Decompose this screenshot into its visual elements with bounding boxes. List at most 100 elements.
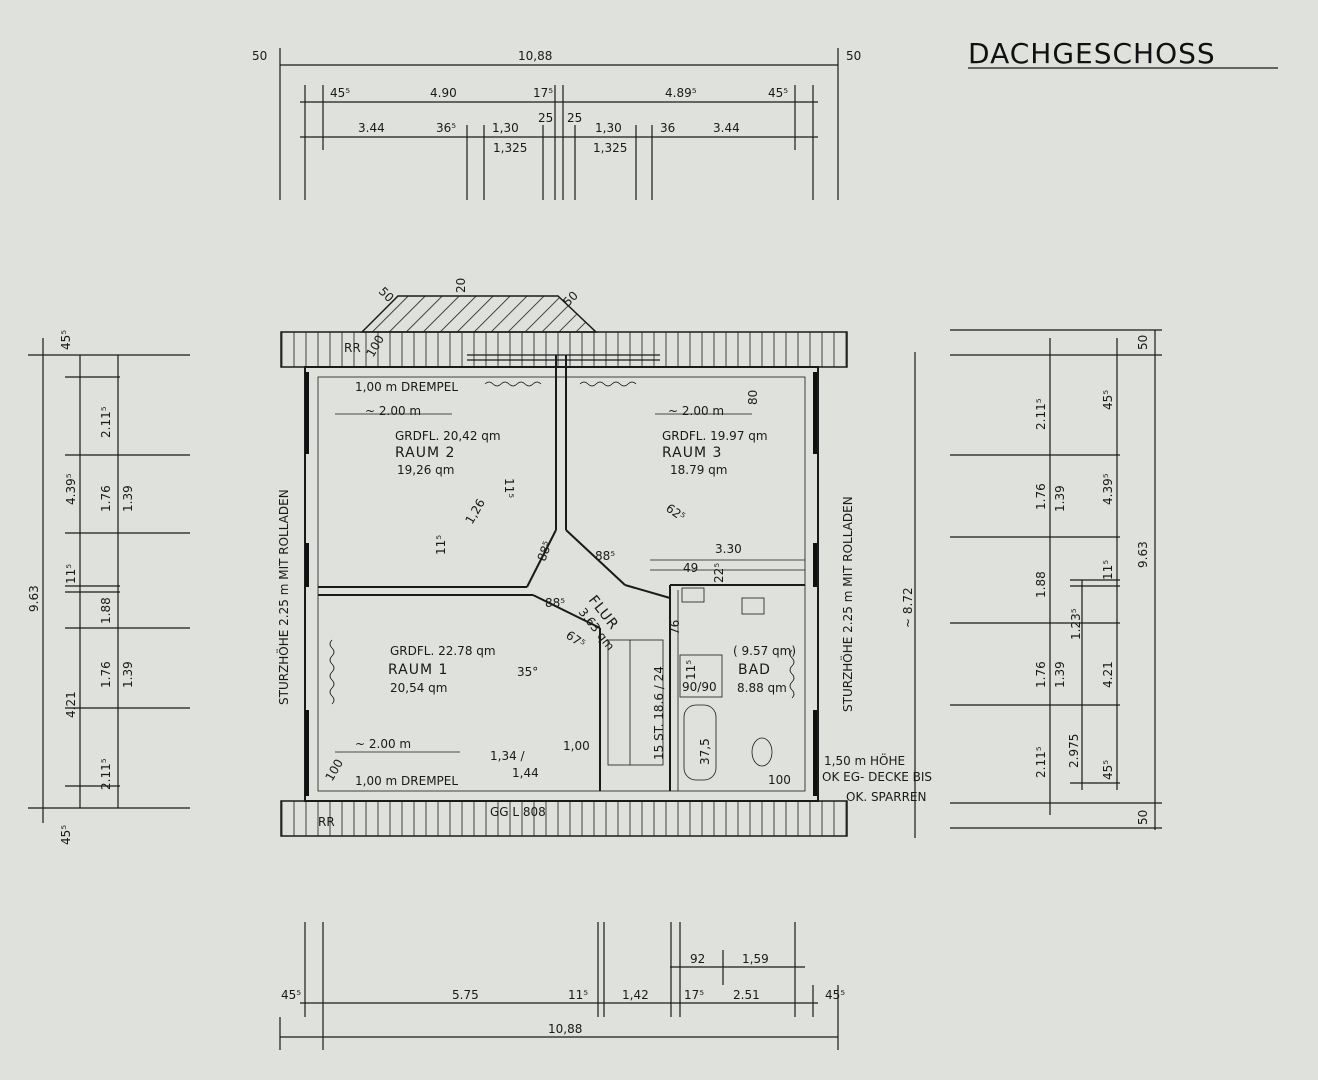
dim-bot-r2-4: 17⁵ — [684, 988, 704, 1002]
left-dimension-chains — [28, 338, 190, 823]
dim-left-c2-0: 2.11⁵ — [99, 406, 113, 438]
dim-right-c1-1: 2.11⁵ — [1034, 398, 1048, 430]
dim-left-c1-4: 2.11⁵ — [99, 758, 113, 790]
dim-bot-r2-5: 2.51 — [733, 988, 760, 1002]
dim-left-total: 9.63 — [27, 585, 41, 612]
dim-plan-330: 3.30 — [715, 542, 742, 556]
dim-plan-76: 76 — [668, 620, 682, 635]
dim-plan-375: 37,5 — [698, 738, 712, 765]
building-outline — [280, 295, 848, 837]
dim-right-c2-2: 1.39 — [1053, 661, 1067, 688]
dim-plan-115c: 11⁵ — [502, 478, 516, 498]
bad-grdfl: ( 9.57 qm) — [733, 644, 796, 658]
dim-right-c3-3: 4.21 — [1101, 661, 1115, 688]
dim-right-approx: ~ 8.72 — [901, 587, 915, 628]
dim-left-col3: 1.39 1.39 — [121, 485, 135, 688]
dim-top-r1-3: 4.89⁵ — [665, 86, 697, 100]
shower-size: 90/90 — [682, 680, 717, 694]
dim-top-row3: 1,325 1,325 — [493, 141, 627, 155]
interior-walls — [318, 354, 805, 791]
dim-top-r3-1: 1,325 — [593, 141, 627, 155]
raum1-grdfl: GRDFL. 22.78 qm — [390, 644, 496, 658]
dim-top-r2-4: 25 — [567, 111, 582, 125]
plan-title: DACHGESCHOSS — [968, 37, 1216, 70]
ggl-window: GG L 808 — [490, 805, 546, 819]
dim-top-r2-6: 36 — [660, 121, 675, 135]
dim-bot-r1-0: 92 — [690, 952, 705, 966]
roof-angle: 35° — [517, 665, 538, 679]
dim-top-r1-2: 17⁵ — [533, 86, 553, 100]
dim-bot-r2-6: 45⁵ — [825, 988, 845, 1002]
dim-plan-100b: 100 — [322, 757, 346, 784]
dim-right-c1-2: 1.76 — [1034, 483, 1048, 510]
dim-plan-225: 22⁵ — [712, 563, 726, 583]
dim-left-c1-3: 4.21 — [64, 691, 78, 718]
dim-plan-20: 20 — [454, 278, 468, 293]
dim-right-total: 9.63 — [1136, 541, 1150, 568]
dim-bot-r2-3: 1,42 — [622, 988, 649, 1002]
dim-top-r3-0: 1,325 — [493, 141, 527, 155]
dim-top-right-end: 50 — [846, 49, 861, 63]
dim-right-c1-5: 2.11⁵ — [1034, 746, 1048, 778]
dim-right-c1-0: 50 — [1136, 335, 1150, 350]
bad-name: BAD — [738, 662, 771, 678]
dim-plan-885a: 88⁵ — [535, 539, 555, 563]
stairs-label: 15 ST. 18.6 / 24 — [652, 666, 666, 760]
raum2-name: RAUM 2 — [395, 445, 455, 461]
dim-top-r2-1: 36⁵ — [436, 121, 456, 135]
dim-top-r2-3: 25 — [538, 111, 553, 125]
dim-plan-115a: 11⁵ — [434, 535, 448, 555]
dim-top-r1-0: 45⁵ — [330, 86, 350, 100]
sturzhoehe-left: STURZHÖHE 2.25 m MIT ROLLADEN — [275, 489, 291, 705]
dim-left-c1-2: 11⁵ — [64, 564, 78, 584]
raum3-area: 18.79 qm — [670, 463, 727, 477]
dim-bot-r1-1: 1,59 — [742, 952, 769, 966]
dim-left-c3-1: 1.39 — [121, 661, 135, 688]
bad-area: 8.88 qm — [737, 681, 787, 695]
dim-left-c2-2: 1.88 — [99, 597, 113, 624]
dim-left-c3-0: 1.39 — [121, 485, 135, 512]
raum2-area: 19,26 qm — [397, 463, 454, 477]
raum3-name: RAUM 3 — [662, 445, 722, 461]
dim-plan-675: 67⁵ — [563, 628, 588, 651]
dim-right-c1-3: 1.88 — [1034, 571, 1048, 598]
dim-top-r2-2: 1,30 — [492, 121, 519, 135]
dim-right-c3-4: 45⁵ — [1101, 760, 1115, 780]
drempel-top: 1,00 m DREMPEL — [355, 380, 458, 394]
dim-plan-49: 49 — [683, 561, 698, 575]
dim-right-c2-3: 2.975 — [1067, 734, 1081, 768]
rr-top: RR — [344, 341, 361, 355]
dim-left-col2: 2.11⁵ 1.76 1.88 1.76 — [99, 406, 113, 688]
dim-right-c3-0: 45⁵ — [1101, 390, 1115, 410]
dim-top-r2-7: 3.44 — [713, 121, 740, 135]
dim-top-row2: 3.44 36⁵ 1,30 25 25 1,30 36 3.44 — [358, 111, 740, 135]
dim-left-c2-3: 1.76 — [99, 661, 113, 688]
dim-top-r2-5: 1,30 — [595, 121, 622, 135]
approx-2m-raum2: ~ 2.00 m — [365, 404, 421, 418]
dim-bot-r2-0: 45⁵ — [281, 988, 301, 1002]
bottom-dimension-chains — [279, 922, 839, 1050]
dim-left-c1-0: 45⁵ — [59, 330, 73, 350]
dim-top-r2-0: 3.44 — [358, 121, 385, 135]
dim-right-c3-1: 4.39⁵ — [1101, 473, 1115, 505]
drempel-bottom: 1,00 m DREMPEL — [355, 774, 458, 788]
dim-right-col1: 50 2.11⁵ 1.76 1.88 1.76 2.11⁵ 50 — [1034, 335, 1150, 825]
note-eg-decke: OK EG- DECKE BIS — [822, 770, 932, 784]
top-dimension-chains — [279, 48, 839, 200]
dim-plan-885b: 88⁵ — [595, 549, 615, 563]
dim-plan-625: 62⁵ — [663, 501, 688, 524]
dim-plan-885c: 88⁵ — [545, 596, 565, 610]
dim-left-c2-1: 1.76 — [99, 485, 113, 512]
wave-symbols — [329, 381, 795, 705]
dim-bottom-row2: 45⁵ 5.75 11⁵ 1,42 17⁵ 2.51 45⁵ — [281, 988, 845, 1002]
raum3-grdfl: GRDFL. 19.97 qm — [662, 429, 768, 443]
approx-2m-raum3: ~ 2.00 m — [668, 404, 724, 418]
dim-plan-126: 1,26 — [462, 496, 487, 526]
dim-plan-115b: 11⁵ — [684, 660, 698, 680]
rr-bottom: RR — [318, 815, 335, 829]
dim-plan-100d: 100 — [768, 773, 791, 787]
dim-plan-144: 1,44 — [512, 766, 539, 780]
raum1-area: 20,54 qm — [390, 681, 447, 695]
